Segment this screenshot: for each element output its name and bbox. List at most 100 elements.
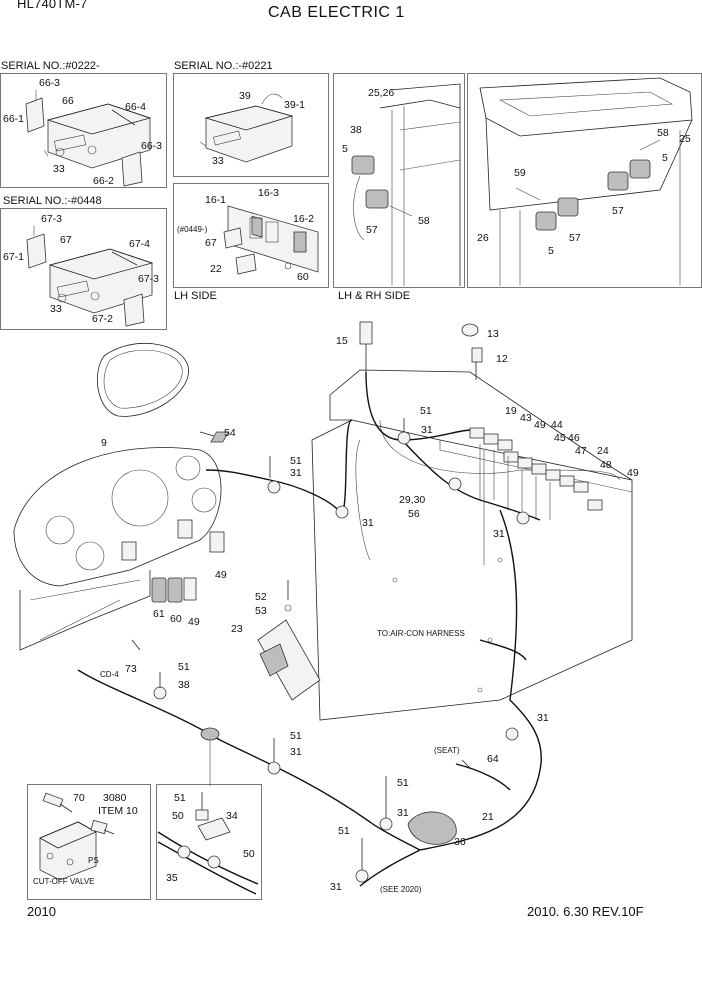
caption-lh-rh-side: LH & RH SIDE: [338, 290, 411, 302]
callout-label: 25,26: [368, 87, 394, 99]
callout-label: 51: [420, 405, 432, 417]
callout-label: 21: [482, 811, 494, 823]
callout-label: 5: [662, 152, 668, 164]
callout-label: 59: [514, 167, 526, 179]
callout-label: 51: [397, 777, 409, 789]
callout-label: 9: [101, 437, 107, 449]
callout-label: 52: [255, 591, 267, 603]
callout-label: 73: [125, 663, 137, 675]
clamps: [131, 418, 530, 883]
callout-label: 47: [575, 445, 587, 457]
callout-label: 50: [172, 810, 184, 822]
right-console: [210, 369, 633, 721]
callout-label: 31: [397, 807, 409, 819]
callout-label: 51: [290, 730, 302, 742]
beacon-parts: [359, 321, 483, 380]
callout-label: 31: [290, 746, 302, 758]
model-number: HL740TM-7: [17, 0, 88, 11]
callout-label: 31: [537, 712, 549, 724]
callout-label: 38: [178, 679, 190, 691]
callout-label: 24: [597, 445, 609, 457]
callout-label: 16-1: [205, 194, 226, 206]
callout-label: 22: [210, 263, 222, 275]
callout-label: 51: [178, 661, 190, 673]
callout-label: 58: [657, 127, 669, 139]
radio-unit-c: [26, 226, 154, 327]
callout-label: 66-3: [39, 77, 60, 89]
callout-label: 31: [330, 881, 342, 893]
callout-label: 23: [231, 623, 243, 635]
callout-label: PS: [88, 856, 99, 865]
callout-label: 66-1: [3, 113, 24, 125]
callout-label: 34: [226, 810, 238, 822]
callout-label: 49: [627, 467, 639, 479]
callout-label: CUT-OFF VALVE: [33, 877, 95, 886]
callout-label: TO:AIR-CON HARNESS: [377, 629, 465, 638]
callout-label: 5: [548, 245, 554, 257]
callout-label: 31: [290, 467, 302, 479]
callout-label: 33: [53, 163, 65, 175]
callout-label: 67: [60, 234, 72, 246]
callout-label: 67-2: [92, 313, 113, 325]
callout-label: 48: [600, 459, 612, 471]
callout-label: 54: [224, 427, 236, 439]
callout-label: 67-3: [41, 213, 62, 225]
callout-label: (SEE 2020): [380, 885, 422, 894]
callout-label: 49: [215, 569, 227, 581]
dashboard-cluster: [13, 343, 225, 651]
callout-label: 58: [418, 215, 430, 227]
callout-label: 25: [679, 133, 691, 145]
callout-label: 70: [73, 792, 85, 804]
callout-label: 31: [493, 528, 505, 540]
radio-unit-a: [25, 90, 152, 187]
callout-label: 39-1: [284, 99, 305, 111]
lh-rh-labels: 25,26 38 5 57 58: [342, 87, 430, 236]
callout-label: 15: [336, 335, 348, 347]
callout-label: 16-3: [258, 187, 279, 199]
callout-label: 57: [612, 205, 624, 217]
callout-label: 31: [362, 517, 374, 529]
callout-label: 51: [290, 455, 302, 467]
panel-right-cab: [467, 73, 702, 288]
revision-date: 2010. 6.30 REV.10F: [527, 904, 644, 919]
right-cab-labels: 58 25 5 59 57 26 57 5: [477, 127, 691, 257]
callout-label: 67-3: [138, 273, 159, 285]
callout-label: (SEAT): [434, 746, 460, 755]
callout-label: 56: [408, 508, 420, 520]
callout-label: 49: [188, 616, 200, 628]
accelerator-pedal: [257, 580, 321, 701]
main-labels: 15 13 12 9 54 51 31 51 31 19 43 49 44 45…: [100, 328, 639, 894]
switch-panel-lh: [223, 205, 319, 275]
callout-label: 38: [350, 124, 362, 136]
cutoff-valve-labels: 70 3080 ITEM 10 PS CUT-OFF VALVE: [33, 792, 138, 886]
callout-label: 64: [487, 753, 499, 765]
callout-label: 61: [153, 608, 165, 620]
callout-label: 13: [487, 328, 499, 340]
callout-label: 67-1: [3, 251, 24, 263]
panel-c-labels: 67-3 67 67-4 67-1 67-3 33 67-2: [3, 213, 159, 325]
cab-pillar-lh-rh: [351, 83, 461, 286]
callout-label: 33: [212, 155, 224, 167]
callout-label: ITEM 10: [98, 805, 138, 817]
callout-label: 5: [342, 143, 348, 155]
callout-label: (#0449-): [177, 225, 208, 234]
callout-label: 67-4: [129, 238, 150, 250]
callout-label: 66: [62, 95, 74, 107]
callout-label: 66-3: [141, 140, 162, 152]
serial-label-b: SERIAL NO.:-#0221: [174, 60, 273, 72]
page-number: 2010: [27, 904, 56, 919]
callout-label: 44: [551, 419, 563, 431]
callout-label: 16-2: [293, 213, 314, 225]
callout-label: 35: [166, 872, 178, 884]
callout-label: 49: [534, 419, 546, 431]
callout-label: 51: [338, 825, 350, 837]
radio-unit-b: [199, 93, 294, 163]
clamp-detail-labels: 51 50 34 50 35: [166, 792, 255, 884]
switch-bank: [210, 427, 603, 520]
callout-label: 67: [205, 237, 217, 249]
callout-label: 39: [239, 90, 251, 102]
callout-label: 36: [454, 836, 466, 848]
callout-label: 33: [50, 303, 62, 315]
caption-lh-side: LH SIDE: [174, 290, 217, 302]
